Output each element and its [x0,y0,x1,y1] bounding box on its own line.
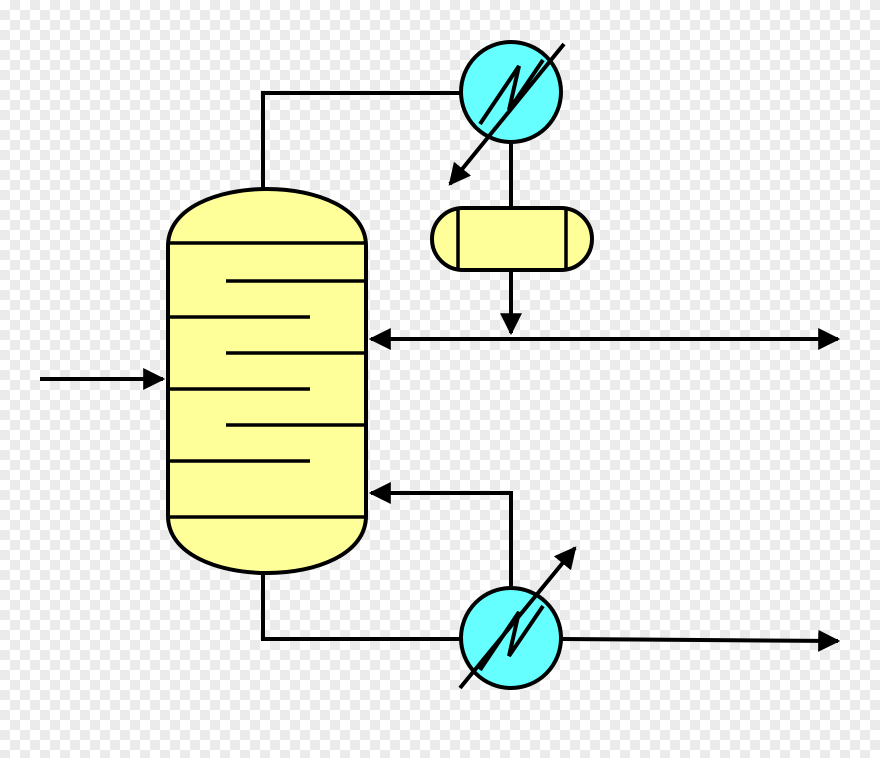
heat-exchanger-icon [459,586,563,690]
bottoms-product-stream [560,629,841,652]
bottoms-stream [261,566,461,641]
heat-exchanger-icon [459,40,563,144]
reboiler [458,546,577,690]
condenser-zigzag [478,58,545,126]
overhead-vapor-stream [261,91,463,196]
condenser-coolant-arrow [448,42,566,186]
bottoms-line [261,566,461,641]
distillation-column [166,187,368,575]
bottoms-product-line [560,629,841,652]
overhead-vapor-line [261,91,463,196]
boilup-line [368,482,513,589]
reflux-drum-shell [430,206,594,272]
overhead-condenser [448,40,566,186]
reflux-drum [430,206,594,272]
reboiler-heating-arrow [458,546,577,690]
boilup-stream [368,482,513,589]
